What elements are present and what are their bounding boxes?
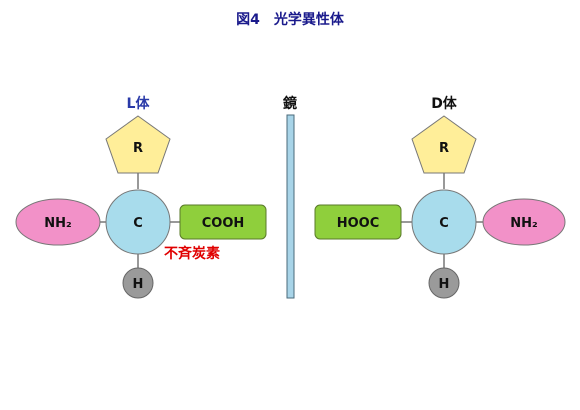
hooc-label: HOOC [337,216,380,231]
carbon-atom [411,189,477,255]
hydrogen-atom [122,267,154,299]
nh2-label: NH₂ [44,216,71,231]
hooc-group [314,204,402,240]
hydrogen-label: H [439,277,450,292]
cooh-group [179,204,267,240]
d-isomer-label: D体 [431,95,458,112]
mirror-label: 鏡 [283,95,297,112]
figure-title: 図4 光学異性体 [236,11,345,28]
asymmetric-carbon-note: 不斉炭素 [164,245,220,262]
carbon-label: C [133,216,143,231]
r-group-pentagon [105,115,171,174]
d-isomer: D体 R HOOC C NH₂ H [314,95,566,299]
hydrogen-atom [428,267,460,299]
l-isomer: L体 R NH₂ C COOH H 不斉炭素 [15,95,267,299]
carbon-atom [105,189,171,255]
cooh-label: COOH [202,216,245,231]
carbon-label: C [439,216,449,231]
mirror-bar [286,114,295,299]
nh2-group [15,198,101,246]
l-isomer-label: L体 [127,95,151,112]
r-group-label: R [439,141,449,156]
hydrogen-label: H [133,277,144,292]
nh2-label: NH₂ [510,216,537,231]
nh2-group [482,198,566,246]
r-group-pentagon [411,115,477,174]
r-group-label: R [133,141,143,156]
